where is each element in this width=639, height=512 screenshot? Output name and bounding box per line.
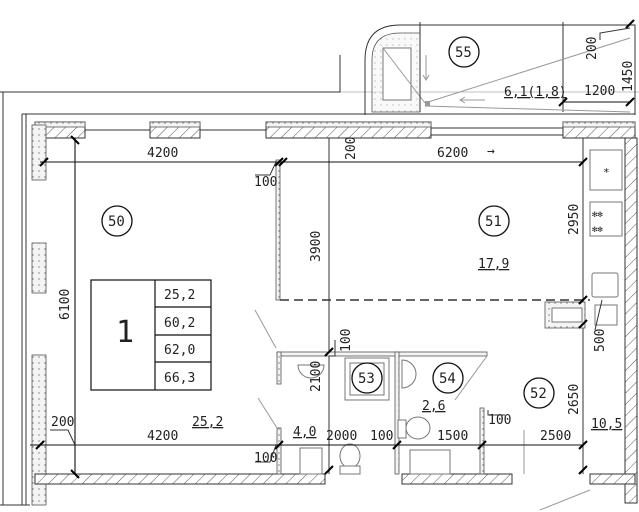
- dim-bath-height: 2100: [309, 361, 324, 392]
- room-area-54: 2,6: [422, 399, 445, 414]
- room-markers: 50 51 52 53 54 55: [101, 36, 555, 409]
- snowflake-icon: *: [603, 166, 610, 179]
- dim-hall-height: 2650: [567, 384, 582, 415]
- dim-wall-200-left: 200: [51, 415, 74, 430]
- dim-wall-100-top: 100: [254, 175, 277, 190]
- kitchen-fixtures: * ✻✻ ✻✻: [544, 149, 623, 329]
- room-number-50: 50: [108, 214, 125, 230]
- room-area-52: 10,5: [591, 417, 622, 432]
- balcony-55: [364, 19, 636, 115]
- room-areas: 25,2 17,9 10,5 4,0 2,6 6,1(1,8): [192, 85, 622, 440]
- dim-counter-500: 500: [593, 329, 608, 352]
- dim-wall-100-hall: 100: [488, 413, 511, 428]
- room-area-50: 25,2: [192, 415, 223, 430]
- area-living: 25,2: [164, 288, 195, 303]
- dim-balcony-width: 1200: [584, 84, 615, 99]
- area-total-balcony-full: 66,3: [164, 371, 195, 386]
- dim-hall-width: 2500: [540, 429, 571, 444]
- dim-balcony-offset: 200: [585, 37, 600, 60]
- dim-bottom-left: 4200: [147, 429, 178, 444]
- dim-wall-100-mid: 100: [339, 329, 354, 352]
- area-total: 60,2: [164, 316, 195, 331]
- dim-left-height: 6100: [58, 289, 73, 320]
- room-number-52: 52: [530, 386, 547, 402]
- direction-arrow-icon: →: [487, 144, 495, 159]
- area-total-balcony-reduced: 62,0: [164, 343, 195, 358]
- room-area-55: 6,1(1,8): [504, 85, 567, 100]
- dim-partition-height: 3900: [309, 231, 324, 262]
- dim-top-left: 4200: [147, 146, 178, 161]
- dim-kitchen-height: 2950: [567, 204, 582, 235]
- exterior-walls: [21, 113, 638, 506]
- dim-top-right: 6200: [437, 146, 468, 161]
- stove-burner-icon: ✻✻: [592, 225, 603, 235]
- dimension-lines: [30, 135, 603, 479]
- dim-wall-100: 100: [370, 429, 393, 444]
- dim-wall-200-top: 200: [344, 137, 359, 160]
- dim-bath-width: 2000: [326, 429, 357, 444]
- room-number-55: 55: [455, 45, 472, 61]
- area-table: 1 25,2 60,2 62,0 66,3: [90, 279, 212, 391]
- room-number-51: 51: [485, 214, 502, 230]
- dim-wc-width: 1500: [437, 429, 468, 444]
- dim-wall-100-bottom: 100: [254, 451, 277, 466]
- room-number-53: 53: [358, 371, 375, 387]
- room-area-51: 17,9: [478, 257, 509, 272]
- room-number-54: 54: [439, 371, 456, 387]
- dim-balcony-depth: 1450: [621, 61, 636, 92]
- stove-burner-icon: ✻✻: [592, 210, 603, 220]
- room-area-53: 4,0: [293, 425, 316, 440]
- dimension-labels: 4200 6200 → 4200 2000 100 1500 2500 1200…: [51, 37, 636, 466]
- apartment-number: 1: [116, 315, 134, 350]
